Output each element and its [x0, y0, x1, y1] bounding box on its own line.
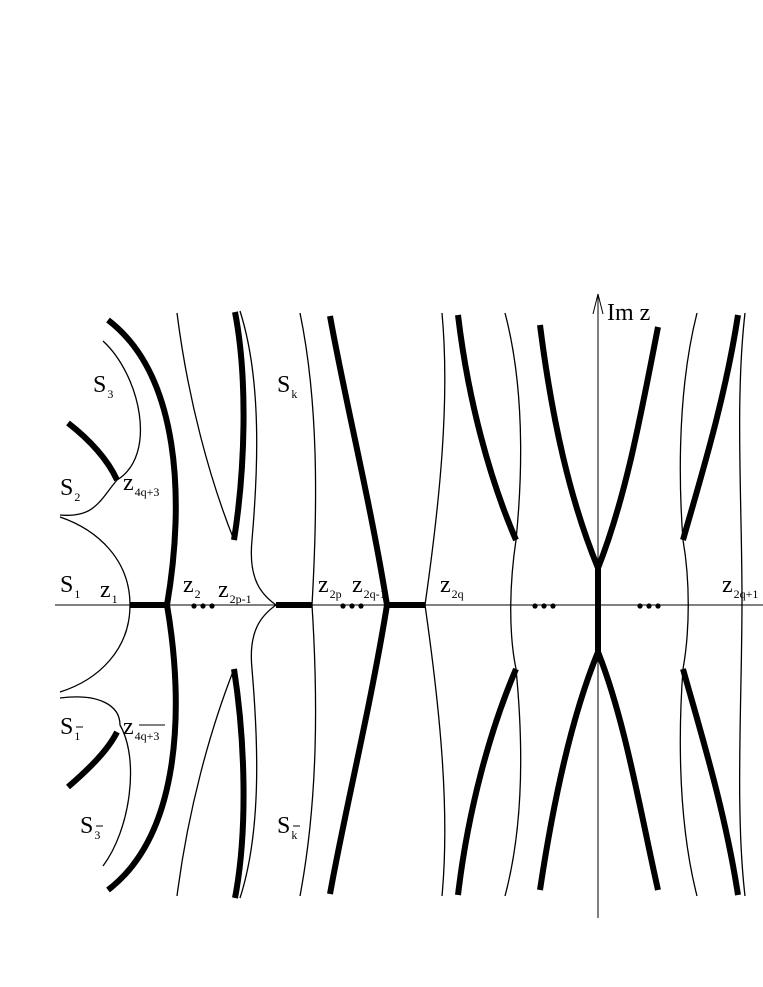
stokes-curve — [299, 604, 317, 897]
stokes-curve — [239, 604, 277, 899]
ellipsis-dot — [550, 603, 556, 609]
ellipsis-dot — [637, 603, 643, 609]
sector-label-s2: S2 — [60, 475, 80, 504]
stokes-curve — [239, 310, 277, 606]
point-label-z2p-1: z2p-1 — [218, 577, 252, 606]
anti-stokes-curve — [455, 314, 519, 542]
thick-anti-stokes-curves — [66, 311, 741, 899]
ellipsis-dot — [191, 603, 197, 609]
stokes-curve — [424, 312, 446, 606]
anti-stokes-curve — [680, 314, 741, 541]
ellipsis-dots — [191, 603, 661, 609]
anti-stokes-curve — [66, 730, 120, 790]
anti-stokes-curve — [455, 667, 519, 896]
ellipsis-dot — [532, 603, 538, 609]
anti-stokes-curve — [231, 311, 247, 541]
anti-stokes-curve — [537, 650, 601, 891]
sector-label-sk-bar: Sk — [277, 813, 297, 842]
point-label-z2q+1: z2q+1 — [722, 572, 758, 601]
ellipsis-dot — [349, 603, 355, 609]
point-label-z4q3-bar: z4q+3 — [123, 714, 159, 743]
point-label-z2q: z2q — [440, 572, 464, 601]
anti-stokes-curve — [537, 324, 601, 570]
point-label-z1: z1 — [100, 577, 118, 606]
imaginary-axis-arrow — [592, 293, 604, 315]
anti-stokes-curve — [595, 326, 661, 570]
stokes-curve — [176, 312, 235, 541]
ellipsis-dot — [655, 603, 661, 609]
sector-label-s3-bar: S3 — [80, 813, 100, 842]
sector-label-s1-bar: S1 — [60, 714, 80, 743]
sector-label-sk: Sk — [277, 372, 297, 401]
anti-stokes-curve — [106, 604, 179, 893]
ellipsis-dot — [646, 603, 652, 609]
sector-label-s3: S3 — [93, 372, 113, 401]
anti-stokes-curve — [231, 668, 247, 899]
stokes-curve — [59, 696, 132, 867]
anti-stokes-curve — [327, 315, 390, 606]
point-label-z2q-1: z2q-1 — [352, 572, 386, 601]
point-label-z2p: z2p — [318, 572, 342, 601]
stokes-curve — [59, 604, 131, 693]
stokes-curve — [738, 312, 746, 897]
anti-stokes-curve — [106, 317, 179, 606]
thin-stokes-curves — [59, 310, 746, 899]
stokes-curve — [59, 516, 131, 606]
anti-stokes-curve — [66, 420, 120, 482]
stokes-curve — [504, 312, 522, 897]
ellipsis-dot — [358, 603, 364, 609]
ellipsis-dot — [541, 603, 547, 609]
anti-stokes-curve — [680, 668, 741, 896]
stokes-curve — [59, 340, 142, 516]
ellipsis-dot — [200, 603, 206, 609]
stokes-curve — [424, 604, 446, 897]
ellipsis-dot — [209, 603, 215, 609]
imaginary-axis-label: Im z — [607, 300, 650, 326]
anti-stokes-curve — [327, 604, 390, 895]
point-label-z2: z2 — [183, 572, 201, 601]
sector-label-s1: S1 — [60, 572, 80, 601]
ellipsis-dot — [340, 603, 346, 609]
stokes-curve — [176, 668, 235, 897]
point-label-z4q3: z4q+3 — [123, 470, 159, 499]
stokes-curve — [299, 312, 317, 606]
anti-stokes-curve — [595, 650, 661, 891]
stokes-curve — [679, 312, 698, 897]
